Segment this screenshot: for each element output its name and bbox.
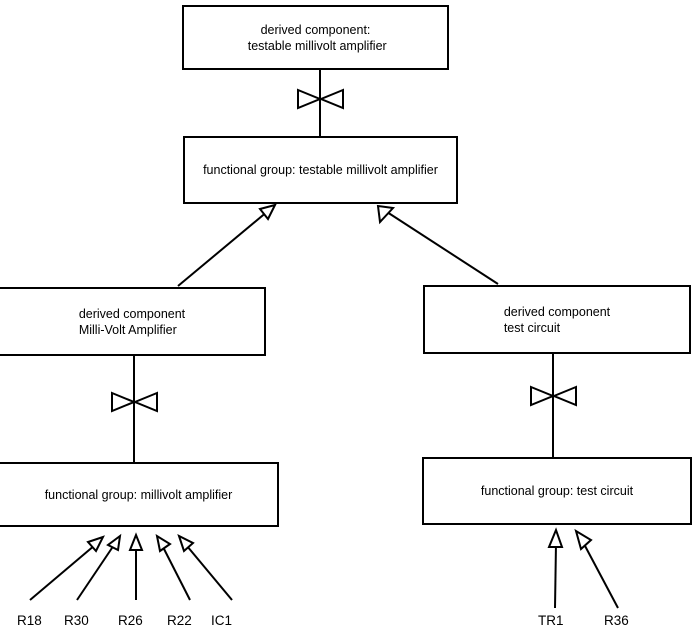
- arrowhead-leaf-r36: [574, 528, 593, 551]
- arrowhead-leaf-r18: [86, 535, 105, 553]
- bowtie-realization-icon-left: [111, 391, 158, 413]
- edge-leaf-r22: [162, 546, 191, 601]
- edge-leaf-ic1: [186, 545, 233, 601]
- arrowhead-leaf-r30: [106, 533, 122, 552]
- leaf-label-r36[interactable]: R36: [604, 613, 629, 628]
- node-left-functional-group[interactable]: functional group: millivolt amplifier: [0, 462, 279, 527]
- edge-right-generalization: [386, 211, 499, 285]
- arrowhead-leaf-tr1: [547, 527, 564, 548]
- leaf-label-r22[interactable]: R22: [167, 613, 192, 628]
- edge-leaf-tr1: [554, 542, 557, 609]
- edge-left-generalization: [177, 210, 269, 287]
- bowtie-realization-icon-top: [297, 88, 344, 110]
- edge-leaf-r18: [29, 544, 96, 601]
- leaf-label-tr1[interactable]: TR1: [538, 613, 564, 628]
- arrowhead-leaf-r26: [128, 532, 144, 551]
- arrowhead-right-generalization: [376, 204, 396, 225]
- leaf-label-ic1[interactable]: IC1: [211, 613, 233, 628]
- edge-leaf-r36: [583, 543, 619, 609]
- node-top-derived-component-label: derived component: testable millivolt am…: [244, 22, 387, 53]
- node-top-functional-group-label: functional group: testable millivolt amp…: [203, 163, 438, 177]
- arrowhead-left-generalization: [258, 203, 277, 221]
- node-top-functional-group[interactable]: functional group: testable millivolt amp…: [183, 136, 458, 204]
- edge-leaf-r30: [76, 544, 115, 601]
- node-right-functional-group[interactable]: functional group: test circuit: [422, 457, 692, 525]
- node-top-derived-component[interactable]: derived component: testable millivolt am…: [182, 5, 449, 70]
- node-right-functional-group-label: functional group: test circuit: [480, 484, 634, 498]
- bowtie-realization-icon-right: [530, 385, 577, 407]
- leaf-label-r30[interactable]: R30: [64, 613, 89, 628]
- leaf-label-r18[interactable]: R18: [17, 613, 42, 628]
- leaf-label-r26[interactable]: R26: [118, 613, 143, 628]
- arrowhead-leaf-ic1: [177, 534, 195, 553]
- node-left-functional-group-label: functional group: millivolt amplifier: [44, 487, 233, 502]
- arrowhead-leaf-r22: [155, 533, 172, 553]
